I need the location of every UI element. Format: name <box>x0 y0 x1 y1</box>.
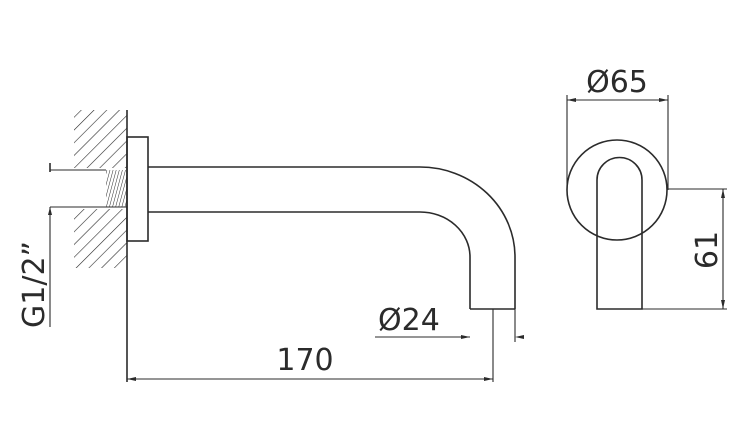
height-label: 61 <box>690 231 725 269</box>
pipe-diameter-label: Ø24 <box>378 303 440 338</box>
side-view <box>566 139 668 310</box>
projection-dimension: 170 <box>127 309 494 382</box>
projection-label: 170 <box>276 343 333 378</box>
wall-flange <box>126 136 149 242</box>
thread-dimension: G1/2” <box>17 163 127 328</box>
flange-diameter-label: Ø65 <box>586 65 648 100</box>
flange-diameter-dimension: Ø65 <box>566 65 669 190</box>
pipe-diameter-dimension: Ø24 <box>375 303 524 342</box>
thread <box>106 170 127 207</box>
spout-pipe <box>148 166 516 310</box>
thread-label: G1/2” <box>17 241 52 328</box>
wall-section <box>74 110 128 382</box>
height-dimension: 61 <box>642 188 727 310</box>
